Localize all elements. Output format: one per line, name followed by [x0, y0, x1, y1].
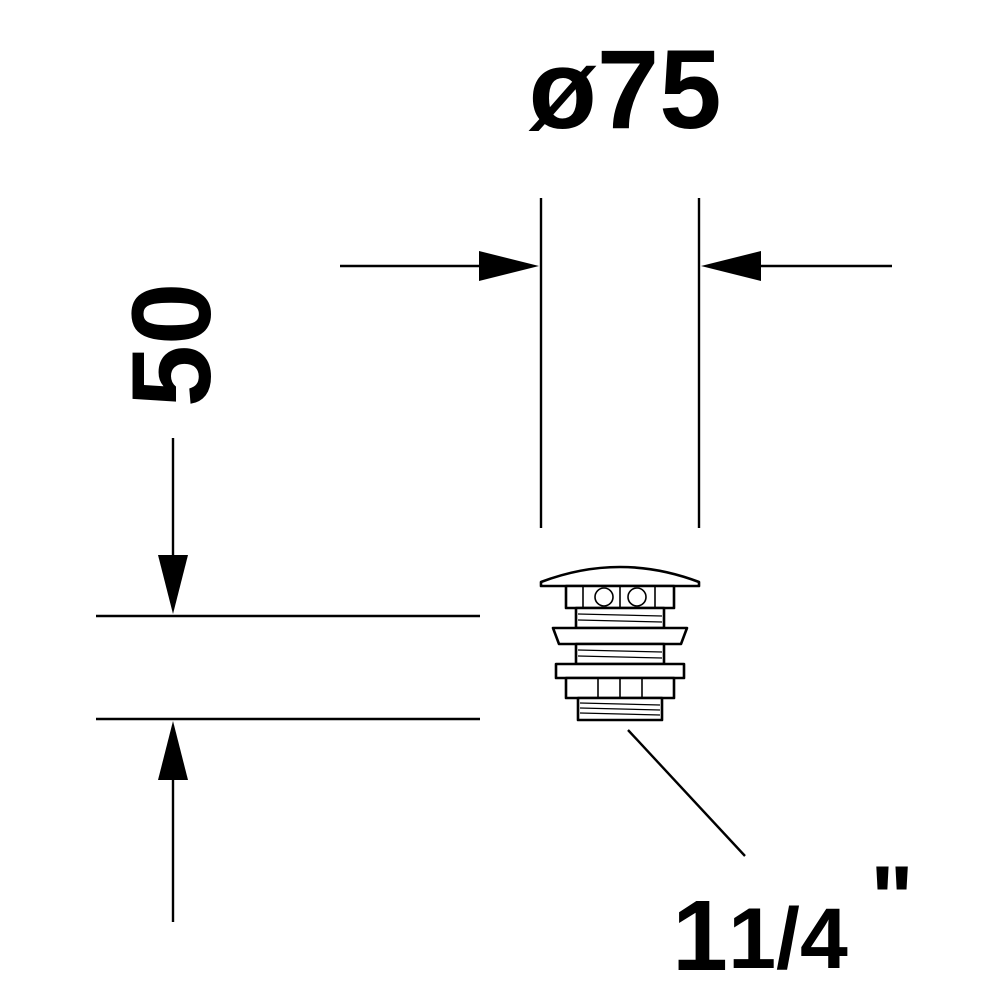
thread-size-unit: " [870, 848, 914, 950]
valve-cap [539, 565, 701, 588]
height-label: 50 [109, 283, 234, 408]
drain-valve [539, 565, 701, 722]
valve-flange [551, 626, 689, 646]
thread-size-fraction: 1/4 [728, 891, 848, 987]
diameter-label: ø75 [529, 27, 722, 152]
thread-leader-line [627, 729, 746, 857]
diameter-arrow-right [701, 251, 892, 281]
thread-size-label: 1 1/4 " [672, 848, 914, 992]
valve-upper-thread [574, 606, 666, 630]
valve-body-thread [574, 642, 666, 666]
height-arrow-top [158, 438, 188, 614]
thread-size-whole: 1 [672, 880, 728, 992]
valve-washer [554, 662, 686, 680]
diameter-arrow-left [340, 251, 539, 281]
height-arrow-bottom [158, 721, 188, 922]
